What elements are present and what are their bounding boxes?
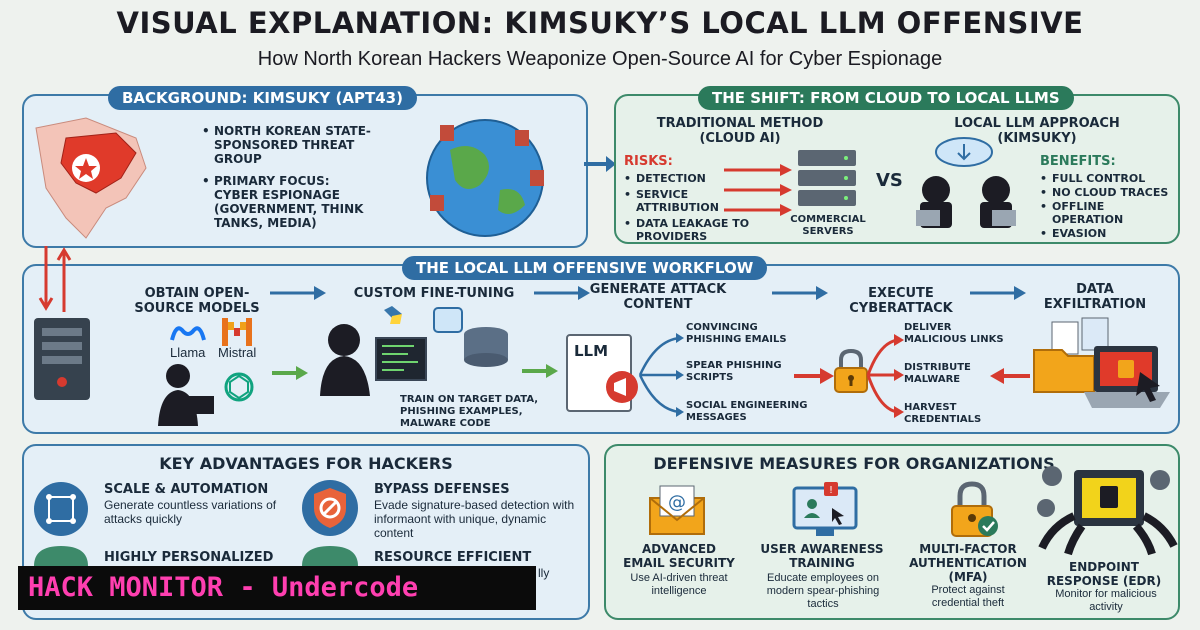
mfa-lock-icon (951, 481, 998, 537)
training-monitor-icon: ! (792, 482, 858, 536)
laptop-folder-icon (1033, 317, 1170, 408)
red-arrow-left-icon (990, 368, 1030, 384)
openai-logo-icon (224, 372, 254, 402)
hacker-laptop-icon (158, 364, 214, 426)
shift-heading: THE SHIFT: FROM CLOUD TO LOCAL LLMS (698, 86, 1074, 110)
defense-title: ENDPOINT RESPONSE (EDR) (1046, 560, 1162, 588)
red-arrows-icon (724, 164, 792, 216)
svg-text:@: @ (668, 492, 686, 513)
defense-desc: Protect against credential theft (931, 584, 1005, 609)
risk-item: SERVICE ATTRIBUTION (624, 188, 764, 214)
arrow-right-icon (534, 286, 590, 300)
content-item: CONVINCING PHISHING EMAILS (686, 322, 787, 345)
content-item: SPEAR PHISHING SCRIPTS (686, 360, 782, 383)
server-rack-icon (798, 150, 856, 206)
vs-label: VS (876, 170, 903, 191)
page-subtitle: How North Korean Hackers Weaponize Open-… (257, 48, 943, 70)
padlock-icon (834, 348, 868, 393)
globe-icon (426, 119, 544, 237)
risks-label: RISKS: (624, 154, 673, 169)
hackers-cloud-icon (916, 137, 1016, 228)
advantage-desc: Generate countless variations of attacks… (104, 498, 277, 526)
updown-arrows-icon (38, 246, 72, 312)
defense-desc: Use AI-driven threat intelligence (630, 572, 728, 597)
background-bullets: NORTH KOREAN STATE-SPONSORED THREAT GROU… (202, 124, 372, 230)
train-text: TRAIN ON TARGET DATA, PHISHING EXAMPLES,… (400, 394, 539, 429)
benefit-item: EVASION (1040, 227, 1178, 240)
action-item: DELIVER MALICIOUS LINKS (904, 322, 1004, 345)
content-item: SOCIAL ENGINEERING MESSAGES (686, 400, 808, 423)
benefit-item: OFFLINE OPERATION (1040, 200, 1178, 226)
benefits-list: FULL CONTROL NO CLOUD TRACES OFFLINE OPE… (1040, 172, 1178, 240)
watermark-banner: HACK MONITOR - Undercode (18, 566, 536, 610)
advantages-heading: KEY ADVANTAGES FOR HACKERS (159, 454, 453, 473)
workflow-heading: THE LOCAL LLM OFFENSIVE WORKFLOW (402, 256, 768, 280)
defense-desc: Monitor for malicious activity (1055, 588, 1157, 613)
advantage-title: SCALE & AUTOMATION (104, 482, 269, 497)
korea-map-icon (35, 117, 147, 239)
step-finetune: CUSTOM FINE-TUNING (353, 286, 515, 301)
step-execute: EXECUTE CYBERATTACK (849, 286, 953, 316)
megaphone-icon (606, 371, 638, 403)
advantage-desc: Evade signature-based detection with inf… (374, 498, 575, 540)
step-exfil: DATA EXFILTRATION (1043, 282, 1147, 312)
red-arrow-icon (794, 368, 834, 384)
background-heading: BACKGROUND: KIMSUKY (APT43) (108, 86, 417, 110)
endpoint-octopus-icon (1037, 466, 1178, 556)
model-llama: Llama (170, 345, 206, 360)
traditional-title: TRADITIONAL METHOD (CLOUD AI) (656, 116, 824, 146)
risks-list: DETECTION SERVICE ATTRIBUTION DATA LEAKA… (624, 172, 764, 243)
servers-label: COMMERCIAL SERVERS (790, 214, 866, 237)
defense-title: MULTI-FACTOR AUTHENTICATION (MFA) (909, 542, 1027, 584)
local-title: LOCAL LLM APPROACH (KIMSUKY) (954, 116, 1120, 146)
red-branch-arrows-icon (866, 334, 904, 418)
defense-title: USER AWARENESS TRAINING (760, 542, 884, 570)
gear-icon (34, 546, 88, 566)
mistral-logo-icon (222, 318, 252, 346)
benefit-item: FULL CONTROL (1040, 172, 1178, 185)
action-item: HARVEST CREDENTIALS (904, 402, 982, 425)
page-title: VISUAL EXPLANATION: KIMSUKY’S LOCAL LLM … (116, 6, 1084, 40)
risk-item: DATA LEAKAGE TO PROVIDERS (624, 217, 764, 243)
finetune-workstation-icon (320, 306, 508, 396)
shield-block-icon (302, 480, 358, 536)
background-bullet: NORTH KOREAN STATE-SPONSORED THREAT GROU… (202, 124, 372, 166)
green-arrow-icon (522, 364, 558, 378)
arrow-right-icon (970, 286, 1026, 300)
background-bullet: PRIMARY FOCUS: CYBER ESPIONAGE (GOVERNME… (202, 174, 372, 230)
gear-icon (302, 546, 358, 566)
arrow-right-icon (772, 286, 828, 300)
benefit-item: NO CLOUD TRACES (1040, 186, 1178, 199)
email-envelope-icon: @ (649, 485, 705, 535)
risk-item: DETECTION (624, 172, 764, 185)
step-obtain: OBTAIN OPEN-SOURCE MODELS (134, 286, 260, 316)
step-generate: GENERATE ATTACK CONTENT (589, 282, 727, 312)
network-cube-icon (34, 482, 88, 536)
defense-desc: Educate employees on modern spear-phishi… (766, 572, 880, 610)
arrow-right-icon (270, 286, 326, 300)
model-mistral: Mistral (218, 345, 257, 360)
advantage-title: BYPASS DEFENSES (374, 482, 510, 497)
defense-heading: DEFENSIVE MEASURES FOR ORGANIZATIONS (653, 454, 1055, 473)
action-item: DISTRIBUTE MALWARE (904, 362, 971, 385)
advantage-desc: lly (538, 566, 550, 580)
branch-arrows-icon (638, 333, 684, 417)
benefits-label: BENEFITS: (1040, 154, 1116, 169)
svg-text:!: ! (829, 485, 833, 496)
arrow-right-icon (584, 156, 616, 172)
server-tower-icon (34, 318, 90, 400)
green-arrow-icon (272, 366, 308, 380)
advantage-title: RESOURCE EFFICIENT (374, 550, 532, 565)
meta-logo-icon (170, 326, 206, 341)
advantage-title: HIGHLY PERSONALIZED (104, 550, 274, 565)
llm-doc-label: LLM (574, 342, 609, 360)
defense-title: ADVANCED EMAIL SECURITY (623, 542, 735, 570)
